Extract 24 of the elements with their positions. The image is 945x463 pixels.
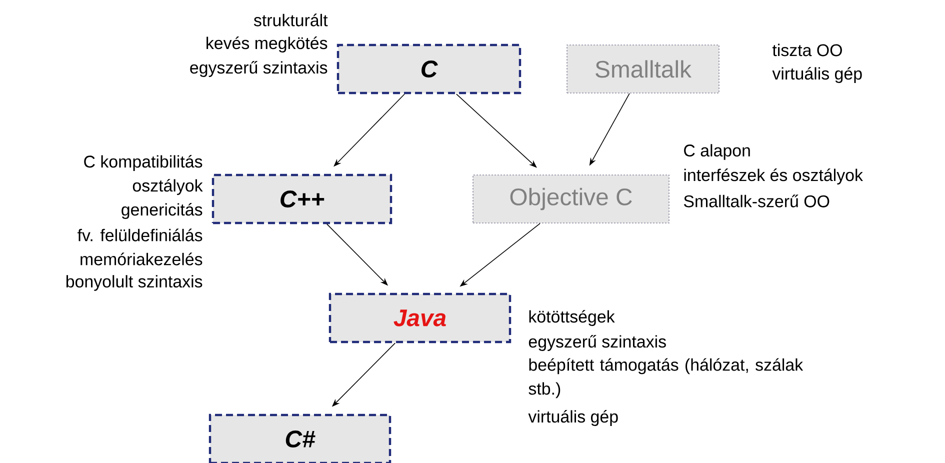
language-box: C# (208, 414, 392, 463)
note-text: osztályok (132, 179, 203, 195)
language-box: C++ (212, 174, 392, 224)
note-text: virtuális gép (528, 410, 618, 426)
note-text: kötöttségek (529, 310, 615, 326)
note-text: egyszerű szintaxis (190, 61, 328, 77)
note-text: bonyolult szintaxis (66, 275, 202, 291)
note-text: kevés megkötés (206, 36, 328, 52)
note-text: C kompatibilitás (84, 155, 202, 171)
note-text: memóriakezelés (80, 252, 202, 266)
note-text: tiszta OO (772, 44, 842, 56)
language-box: C (336, 44, 522, 94)
note-text: fv. felüldefiniálás (78, 228, 202, 242)
note-text: virtuális gép (772, 67, 862, 83)
note-text: strukturált (254, 14, 328, 26)
note-text: Smalltalk-szerű OO (684, 194, 830, 208)
language-box: Smalltalk (566, 44, 720, 94)
language-box: Java (328, 292, 512, 344)
note-text: egyszerű szintaxis (528, 335, 666, 351)
note-text: genericitás (122, 203, 202, 219)
language-box: Objective C (472, 174, 670, 224)
note-text: C alapon (684, 144, 750, 160)
note-text: interfészek és osztályok (684, 168, 863, 184)
note-text: beépített támogatás (hálózat, szálak stb.) (528, 358, 804, 398)
